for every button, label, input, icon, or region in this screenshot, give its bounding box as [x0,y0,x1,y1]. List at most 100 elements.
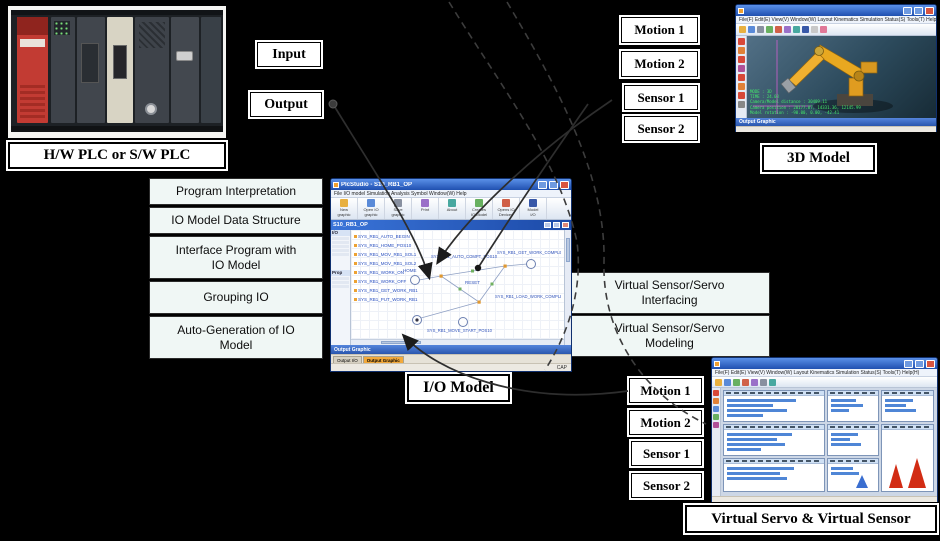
maximize-button[interactable] [914,6,923,15]
minimize-button[interactable] [538,180,547,189]
toolbar-button-new-graphic[interactable]: New graphic [331,198,358,219]
red-sensor-curve [908,458,926,488]
toolbar-button-print[interactable]: Print [412,198,439,219]
virtual-left-icon-strip[interactable] [712,388,721,496]
3d-window-toolbar[interactable] [736,24,936,36]
timing-chart-panel[interactable] [827,424,879,456]
toolbar-icon[interactable] [802,26,809,33]
sensor-curve-panel[interactable] [881,424,934,492]
toolbar-icon[interactable] [757,26,764,33]
3d-window-menubar[interactable]: File(F) Edit(E) View(V) Window(W) Layout… [736,16,936,24]
prop-item[interactable] [332,281,349,284]
panel-header[interactable] [882,391,933,396]
tab-output-graphic[interactable]: Output Graphic [362,356,404,363]
toolbar-button-create-io[interactable]: Creates IO Model [466,198,493,219]
plcstudio-toolbar[interactable]: New graphic Open IO graphic Save graphic… [331,198,571,220]
io-tree-item[interactable] [332,245,349,248]
io-model-canvas[interactable]: SYS_RB1_AUTO_BEGIN SYS_RB1_HOME_POS10 SY… [351,230,564,345]
strip-icon[interactable] [713,406,719,412]
toolbar-icon[interactable] [793,26,800,33]
minimize-button[interactable] [904,359,913,368]
toolbar-icon[interactable] [784,26,791,33]
chart-workspace[interactable] [721,388,937,496]
panel-header[interactable] [724,425,824,430]
virtual-window-toolbar[interactable] [712,377,937,388]
io-tree-item[interactable] [332,241,349,244]
toolbar-button-open-io[interactable]: Open IO graphic [358,198,385,219]
plcstudio-menubar[interactable]: File I/O model Simulation Analysis Symbo… [331,190,571,198]
toolbar-button-about[interactable]: About [439,198,466,219]
toolbar-button-open-devices[interactable]: Opens IO Devices [493,198,520,219]
toolbar-icon[interactable] [715,378,722,386]
vertical-scrollbar[interactable] [564,230,571,345]
servo-curve-panel[interactable] [827,458,879,492]
timing-chart-panel[interactable] [723,390,825,422]
strip-icon[interactable] [737,56,745,63]
toolbar-button-save-graphic[interactable]: Save graphic [385,198,412,219]
strip-icon[interactable] [737,92,745,99]
virtual-window-menubar[interactable]: File(F) Edit(E) View(V) Window(W) Layout… [712,369,937,377]
strip-icon[interactable] [737,74,745,81]
panel-header[interactable] [828,459,878,464]
panel-header[interactable] [828,391,878,396]
toolbar-icon[interactable] [748,26,755,33]
close-button[interactable] [560,180,569,189]
strip-icon[interactable] [713,390,719,396]
prop-item[interactable] [332,277,349,280]
io-tree-item[interactable] [332,253,349,256]
toolbar-icon[interactable] [739,26,746,33]
toolbar-icon[interactable] [769,378,776,386]
tab-output-io[interactable]: Output I/O [333,356,362,363]
3d-output-graphic-band[interactable]: Output Graphic [736,118,936,126]
minimize-button[interactable] [903,6,912,15]
output-graphic-band[interactable]: Output Graphic [331,345,571,354]
3d-window-titlebar[interactable] [736,5,936,16]
3d-viewport[interactable]: MODE : 3D TIME : 24.03 Camera/Model dist… [747,36,936,118]
plcstudio-titlebar[interactable]: PlcStudio - S10_RB1_OP [331,179,571,190]
virtual-window-titlebar[interactable] [712,358,937,369]
strip-icon[interactable] [737,47,745,54]
maximize-button[interactable] [549,180,558,189]
strip-icon[interactable] [737,83,745,90]
3d-left-icon-strip[interactable] [736,36,747,118]
toolbar-icon[interactable] [775,26,782,33]
timing-chart-panel[interactable] [723,424,825,456]
strip-icon[interactable] [737,65,745,72]
petri-net-graph: HOME SYS_RB1_AUTO_COMPT_POS10 SYS_RB1_GE… [403,250,561,333]
toolbar-icon[interactable] [760,378,767,386]
toolbar-button-model-io[interactable]: Model I/O [520,198,547,219]
strip-icon[interactable] [737,38,745,45]
io-tree-item[interactable] [332,237,349,240]
io-tree-panel[interactable]: I/O Prop [331,230,351,345]
panel-header[interactable] [882,425,933,430]
doc-close-button[interactable] [562,222,569,228]
timing-chart-panel[interactable] [723,458,825,492]
panel-header[interactable] [828,425,878,430]
prop-item[interactable] [332,285,349,288]
close-button[interactable] [925,6,934,15]
scrollbar-thumb[interactable] [381,341,421,344]
panel-header[interactable] [724,391,824,396]
strip-icon[interactable] [713,398,719,404]
document-titlebar[interactable]: S10_RB1_OP [331,220,571,230]
doc-restore-button[interactable] [553,222,560,228]
toolbar-icon[interactable] [724,378,731,386]
timing-chart-panel[interactable] [881,390,934,422]
toolbar-icon[interactable] [751,378,758,386]
io-tree-item[interactable] [332,249,349,252]
doc-minimize-button[interactable] [544,222,551,228]
toolbar-icon[interactable] [766,26,773,33]
strip-icon[interactable] [737,101,745,108]
close-button[interactable] [926,359,935,368]
strip-icon[interactable] [713,422,719,428]
panel-header[interactable] [724,459,824,464]
toolbar-icon[interactable] [820,26,827,33]
timing-chart-panel[interactable] [827,390,879,422]
horizontal-scrollbar[interactable] [351,339,564,345]
strip-icon[interactable] [713,414,719,420]
toolbar-icon[interactable] [811,26,818,33]
toolbar-icon[interactable] [733,378,740,386]
scrollbar-thumb[interactable] [566,238,570,262]
maximize-button[interactable] [915,359,924,368]
toolbar-icon[interactable] [742,378,749,386]
